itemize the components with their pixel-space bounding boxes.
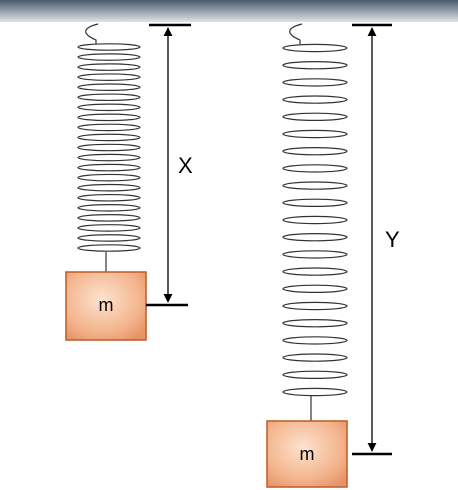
- spring-coil: [77, 93, 141, 102]
- spring-coil: [77, 133, 141, 142]
- spring-coil: [282, 370, 348, 379]
- spring-coil: [282, 250, 348, 259]
- spring-coil: [282, 353, 348, 362]
- spring-coil: [77, 163, 141, 172]
- spring-coil: [77, 73, 141, 81]
- spring-coil: [77, 173, 141, 182]
- spring-coil: [282, 215, 348, 225]
- spring-coil: [77, 123, 141, 132]
- mass-block-2: m: [266, 420, 348, 488]
- dimension-x-label: X: [178, 153, 193, 178]
- spring-coil: [77, 183, 141, 192]
- mass-block-1: m: [65, 271, 147, 341]
- spring-coil: [77, 234, 141, 242]
- spring-coil: [77, 244, 141, 252]
- spring-coil: [282, 112, 348, 122]
- spring-coil: [77, 63, 141, 71]
- spring-coil: [77, 224, 141, 232]
- dimension-y-label: Y: [385, 227, 400, 252]
- spring-coil: [282, 301, 348, 311]
- spring-coil: [77, 83, 141, 92]
- spring-coil: [282, 60, 348, 70]
- spring-coil: [282, 267, 348, 276]
- spring-coil: [282, 181, 348, 190]
- mass-label-2: m: [300, 444, 315, 464]
- spring-coil: [282, 387, 348, 397]
- spring-coil: [77, 113, 141, 122]
- spring-coil: [77, 193, 141, 202]
- spring-coil: [282, 78, 348, 87]
- spring-coil: [282, 43, 348, 53]
- spring-coil: [282, 95, 348, 104]
- dimension-x: X: [146, 23, 193, 307]
- spring-coil: [77, 204, 141, 212]
- spring-coil: [77, 103, 141, 112]
- spring-1: [77, 23, 141, 272]
- spring-coil: [282, 336, 348, 345]
- spring-coil: [282, 198, 348, 207]
- ceiling: [0, 0, 458, 22]
- spring-coil: [77, 153, 141, 162]
- dimension-y: Y: [352, 23, 400, 456]
- spring-2: [282, 23, 348, 421]
- spring-coil: [77, 53, 141, 61]
- spring-coil: [282, 164, 348, 173]
- spring-coil: [282, 129, 348, 139]
- spring-coil: [77, 43, 141, 51]
- spring-coil: [77, 143, 141, 152]
- spring-coil: [282, 284, 348, 293]
- spring-coil: [77, 214, 141, 222]
- spring-coil: [282, 319, 348, 328]
- spring-coil: [282, 232, 348, 242]
- mass-label-1: m: [99, 295, 114, 315]
- spring-coil: [282, 146, 348, 156]
